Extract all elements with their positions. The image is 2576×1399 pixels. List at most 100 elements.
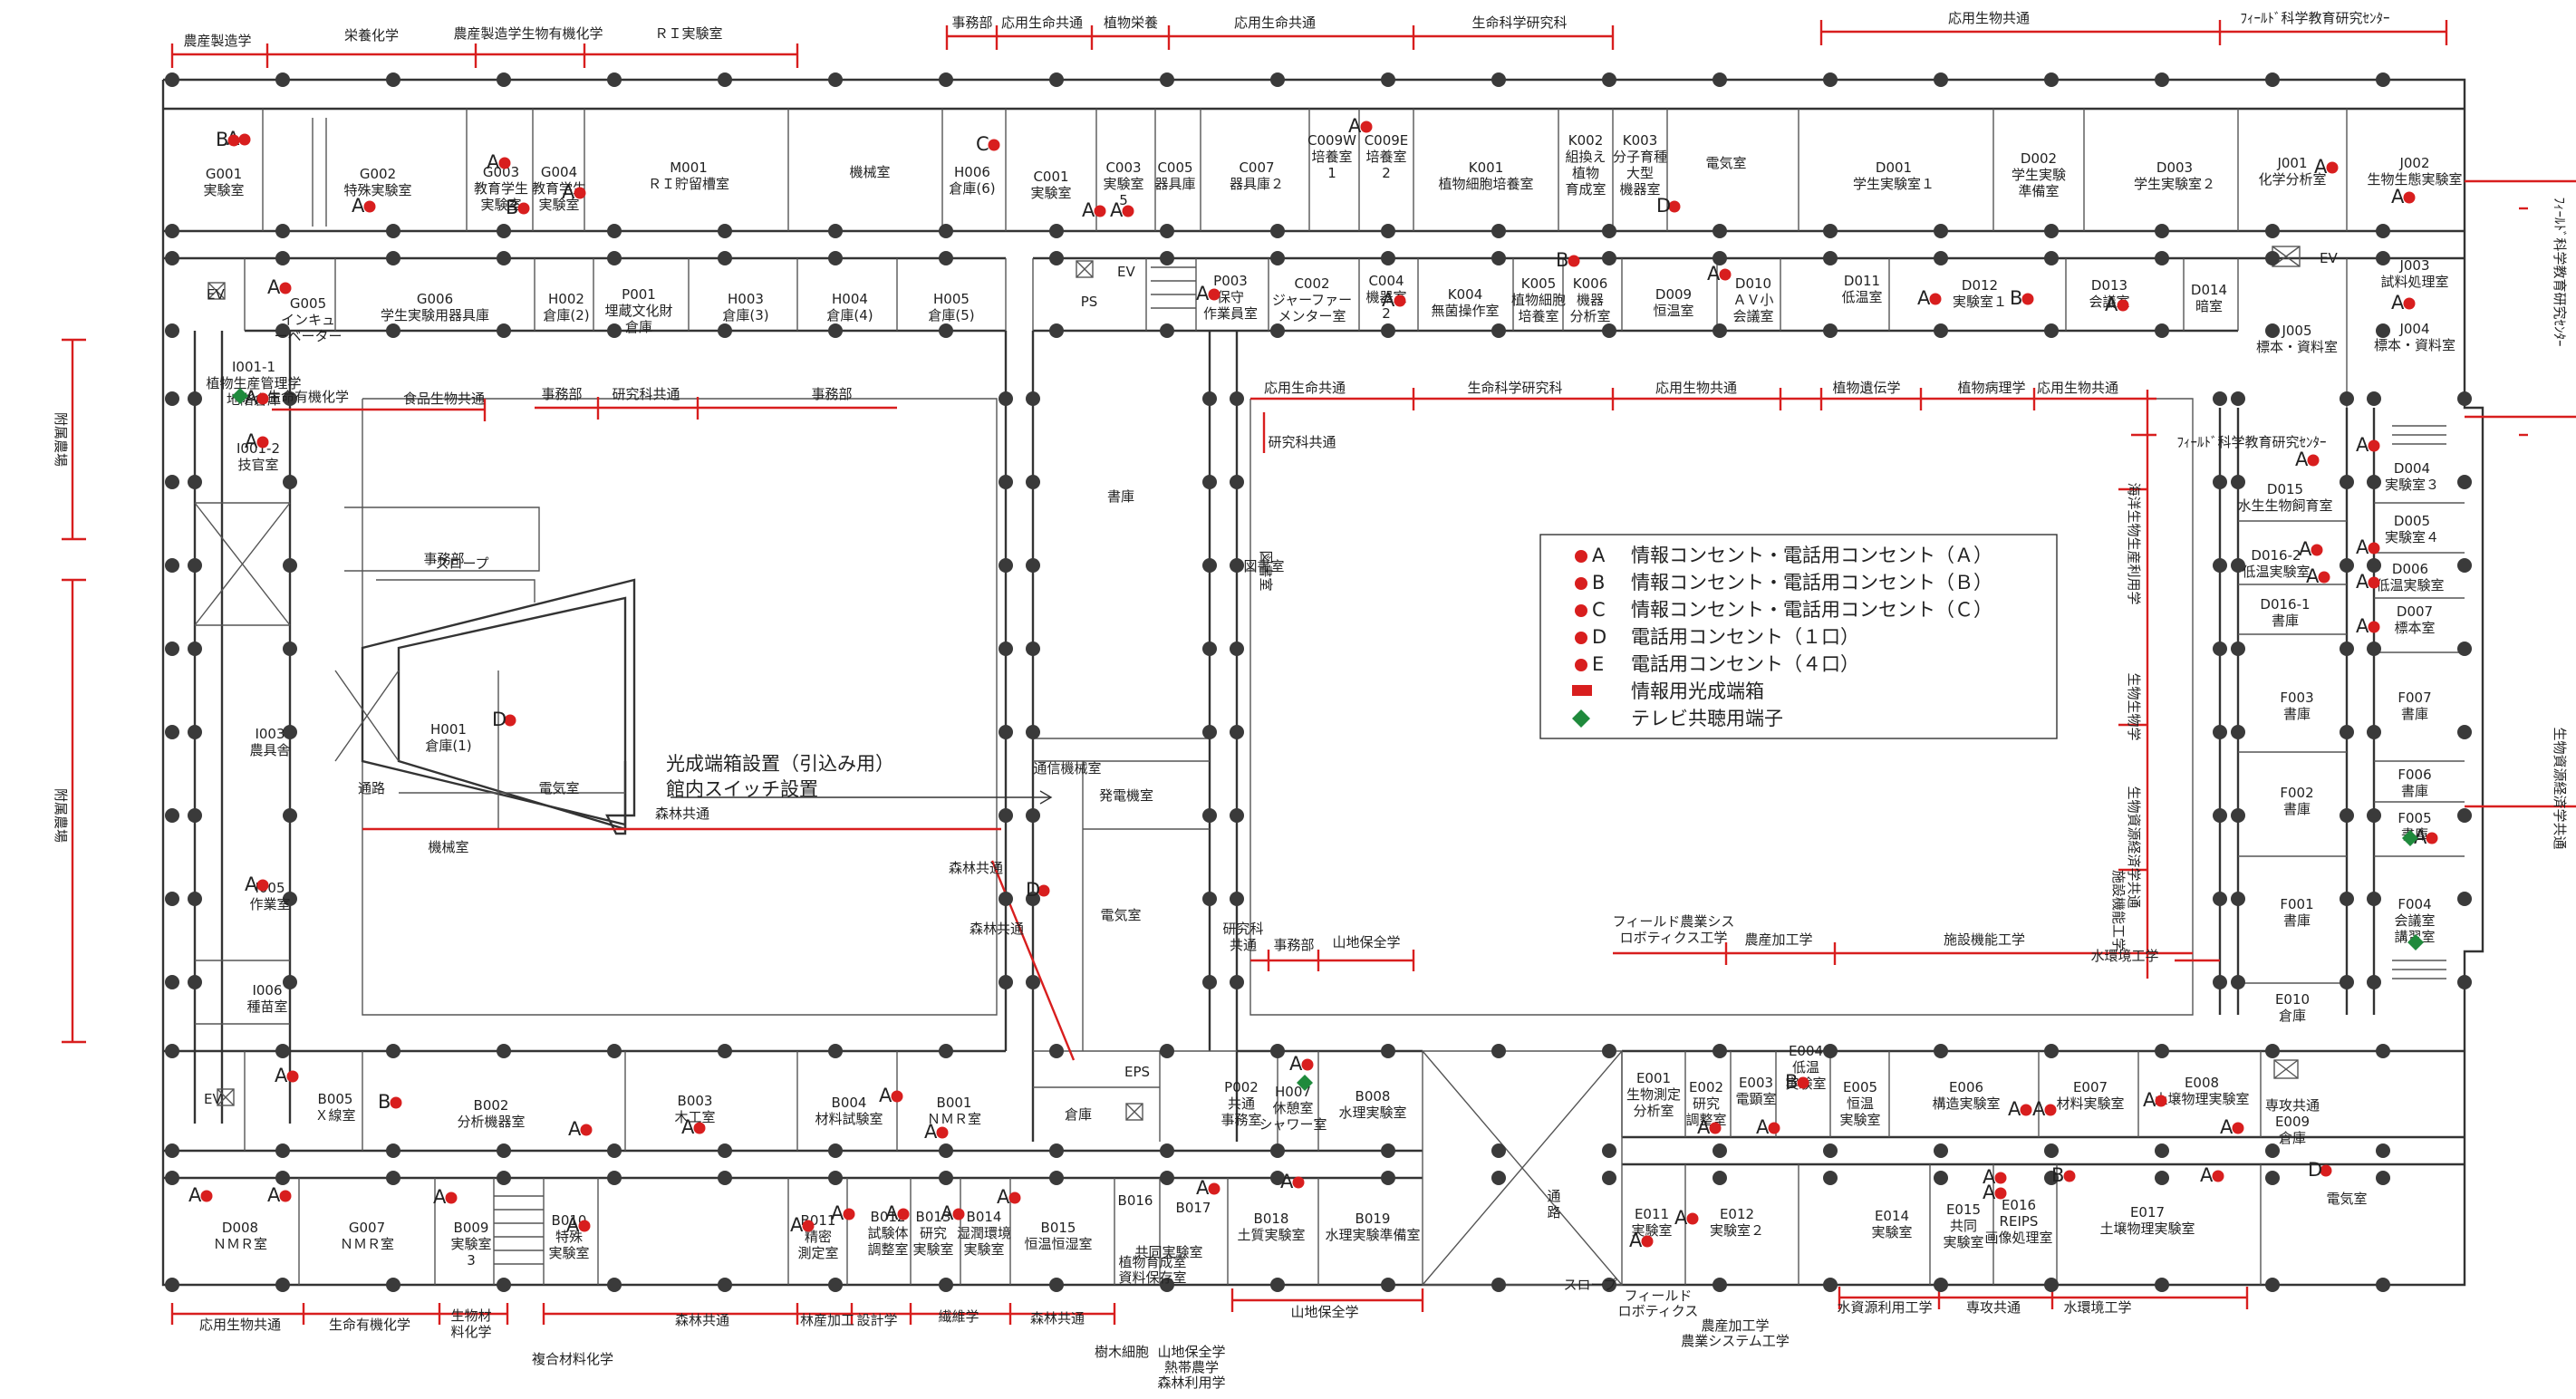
column (2340, 391, 2354, 406)
outlet-type-label: A (2306, 565, 2320, 587)
column (1491, 224, 1506, 238)
outlet-a-marker (1008, 1192, 1021, 1204)
column (1049, 1044, 1064, 1058)
column (2231, 475, 2245, 489)
room-label-e009: 専攻共通 (2265, 1097, 2320, 1114)
room-label-b014: B014 (967, 1209, 1002, 1225)
room-label-j005: 標本・資料室 (2256, 339, 2338, 355)
room-label-d0161: 書庫 (2272, 613, 2299, 629)
room-label-eps: EPS (1124, 1064, 1150, 1080)
column (2231, 975, 2245, 989)
vertical-department-label: ﾌｨｰﾙﾄﾞ科学教育研究ｾﾝﾀｰ (2552, 197, 2568, 346)
room-label-d015: 水生生物飼育室 (2237, 497, 2332, 514)
column (2155, 1044, 2169, 1058)
column (1202, 391, 1217, 406)
column (1713, 1171, 1727, 1185)
department-label: 生命科学研究科 (1467, 380, 1562, 396)
column (2367, 808, 2381, 823)
department-label: 応用生物共通 (2037, 380, 2118, 396)
column (1230, 975, 1244, 989)
room-label-b016: B016 (1118, 1192, 1153, 1209)
legend-letter: D (1592, 626, 1606, 648)
column (828, 1278, 843, 1292)
outlet-type-label: A (1110, 199, 1124, 221)
outlet-a-marker (256, 436, 269, 449)
room-label-e008: 土壌物理実験室 (2154, 1091, 2249, 1107)
outlet-type-label: A (352, 195, 365, 217)
room-label-c001: C001 (1033, 169, 1068, 185)
outlet-type-label: A (245, 873, 258, 895)
room-label-b010: 実験室 (548, 1245, 589, 1261)
room-label-c009w: 1 (1327, 165, 1336, 181)
room-label-d013: D013 (2091, 277, 2127, 294)
column (2367, 975, 2381, 989)
outlet-type-label: A (2200, 1164, 2214, 1186)
column (2155, 251, 2169, 265)
outlet-type-label: C (976, 133, 989, 155)
department-label: 山地保全学 (1157, 1344, 1225, 1360)
column (497, 1044, 511, 1058)
room-label-d0161: D016-1 (2260, 596, 2310, 613)
column (1026, 391, 1040, 406)
column (2376, 224, 2390, 238)
room-label-b009: 実験室 (450, 1236, 491, 1252)
column (828, 323, 843, 338)
room-label-e017: E017 (2130, 1204, 2165, 1221)
room-label-d003: 学生実験室２ (2134, 176, 2215, 192)
room-label-f003: F003 (2280, 690, 2313, 706)
outlet-type-label: A (1756, 1116, 1770, 1138)
column (165, 251, 179, 265)
room-label-m001: M001 (670, 159, 708, 176)
column (2231, 725, 2245, 739)
column (165, 391, 179, 406)
outlet-type-label: A (245, 430, 258, 452)
room-label-i003: 農具舎 (249, 742, 290, 758)
column (386, 1044, 400, 1058)
room-label-j004: 標本・資料室 (2374, 337, 2455, 353)
room-label-c003: 実験室 (1103, 176, 1143, 192)
outlet-b-marker (517, 202, 530, 215)
department-label: 共通 (1230, 937, 1257, 953)
outlet-a-marker (897, 1208, 910, 1221)
column (1602, 251, 1616, 265)
room-label-j002: J002 (2398, 155, 2429, 171)
department-label: ロボティクス工学 (1620, 930, 1728, 946)
room-label-d006: D006 (2392, 561, 2428, 577)
room-label-e015: 実験室 (1943, 1234, 1983, 1250)
column (1270, 224, 1285, 238)
department-label: 応用生物共通 (1948, 10, 2030, 26)
outlet-a-marker (2426, 832, 2438, 844)
column (188, 808, 202, 823)
column (1026, 808, 1040, 823)
room-label-b002: B002 (474, 1097, 509, 1114)
department-label: 研究科共通 (612, 386, 680, 402)
column (999, 725, 1013, 739)
room-label-d002: 学生実験 (2012, 167, 2066, 183)
column (1049, 224, 1064, 238)
room-label-i001: I001-1 (232, 359, 275, 375)
column (2213, 558, 2227, 573)
room-label-d010: 会議室 (1732, 308, 1773, 324)
legend-letter: B (1592, 572, 1605, 593)
room-label-k006: K006 (1573, 275, 1607, 292)
room-label-k006: 機器 (1577, 292, 1604, 308)
room-label-c002: ジャーファー (1272, 292, 1352, 308)
department-label: 森林共通 (675, 1312, 729, 1328)
department-label: 熱帯農学 (1164, 1359, 1219, 1375)
department-lines (62, 20, 2576, 1325)
room-label-b004: B004 (832, 1095, 867, 1111)
outlet-a-marker (2403, 297, 2416, 310)
column (607, 251, 622, 265)
outlet-type-label: A (2356, 571, 2369, 593)
room-label-p002: P002 (1224, 1079, 1259, 1095)
legend-text: 電話用コンセント（４口） (1631, 653, 1859, 675)
legend-tv-marker (1572, 709, 1590, 728)
room-label-i0012: 技官室 (237, 457, 278, 473)
room-label-tsuro1: 通 (1547, 1188, 1560, 1204)
column (1602, 1143, 1616, 1158)
column (1934, 251, 1948, 265)
tv-terminal-marker (2407, 934, 2424, 950)
department-label: 農産加工学 (1744, 931, 1812, 948)
column (2155, 72, 2169, 87)
outlet-a-marker (1360, 121, 1373, 133)
